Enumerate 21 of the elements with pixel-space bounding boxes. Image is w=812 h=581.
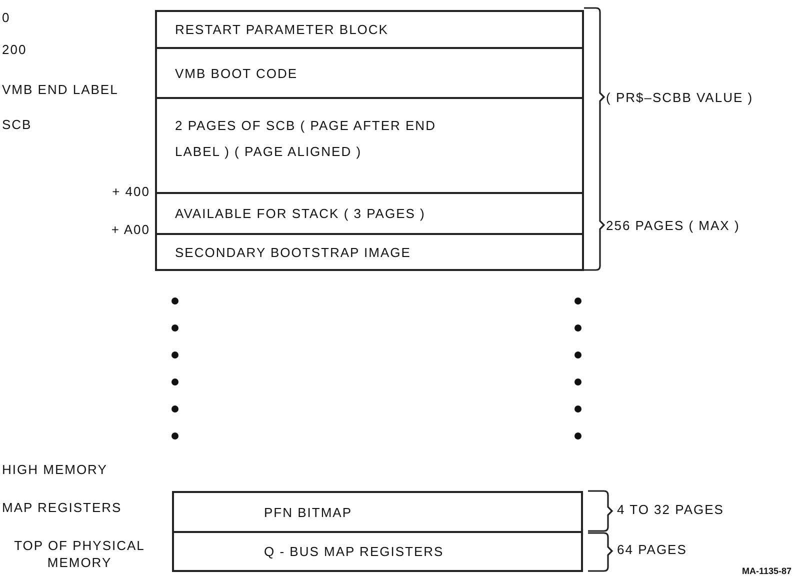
memory-region-row: SECONDARY BOOTSTRAP IMAGE (155, 233, 584, 271)
bracket-label: ( PR$–SCBB VALUE ) (606, 90, 754, 105)
memory-region-row: AVAILABLE FOR STACK ( 3 PAGES ) (155, 192, 584, 235)
memory-region-row: 2 PAGES OF SCB ( PAGE AFTER END LABEL ) ( PAGE ALIGNED ) (155, 97, 584, 194)
memory-region-row: PFN BITMAP (172, 491, 583, 533)
memory-region-row: Q - BUS MAP REGISTERS (172, 531, 583, 572)
bracket-label: 64 PAGES (617, 542, 687, 557)
address-label: VMB END LABEL (2, 82, 118, 97)
address-offset: + 400 (112, 184, 150, 199)
bracket-label: 4 TO 32 PAGES (617, 502, 724, 517)
address-label: HIGH MEMORY (2, 462, 108, 477)
address-offset: + A00 (111, 222, 150, 237)
memory-region-row: RESTART PARAMETER BLOCK (155, 10, 584, 49)
address-label: TOP OF PHYSICAL MEMORY (13, 537, 146, 571)
address-label: SCB (2, 117, 32, 132)
memory-region-row: VMB BOOT CODE (155, 47, 584, 99)
address-label: 200 (2, 42, 27, 57)
bracket-label: 256 PAGES ( MAX ) (606, 218, 740, 233)
figure-number: MA-1135-87 (742, 566, 792, 576)
address-label: 0 (2, 10, 10, 25)
address-label: MAP REGISTERS (2, 500, 122, 515)
